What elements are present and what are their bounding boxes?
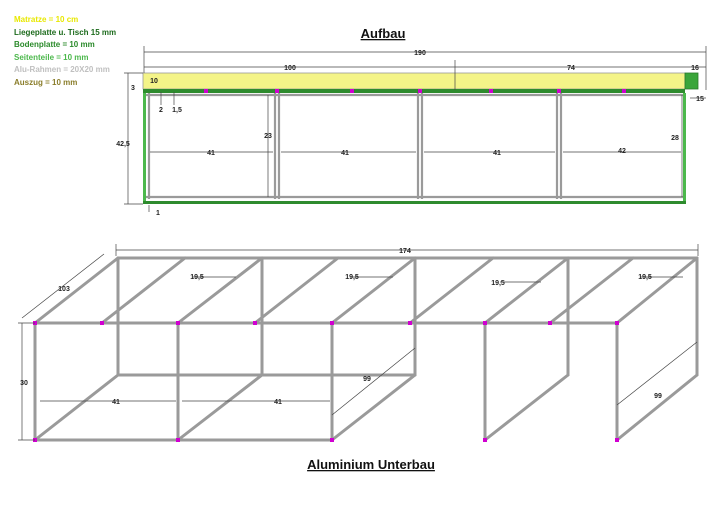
top-frame: [146, 93, 683, 199]
alu-joints: [33, 321, 619, 442]
dim-bay-2: 41: [341, 150, 349, 157]
legend: Matratze = 10 cm Liegeplatte u. Tisch 15…: [14, 14, 116, 89]
dim-depth-right: 99: [654, 393, 662, 400]
dim-bay-1: 41: [207, 150, 215, 157]
legend-mattress: Matratze = 10 cm: [14, 15, 79, 24]
bottom-dim-lines: [18, 244, 699, 441]
dim-length: 174: [399, 248, 411, 255]
dim-bay-4: 42: [618, 148, 626, 155]
dim-bottom-board: 1: [156, 210, 160, 217]
dim-bay-3: 41: [493, 150, 501, 157]
dim-bottom-2: 1,5: [172, 107, 182, 114]
dim-top-thickness: 3: [131, 85, 135, 92]
dim-spacing-2: 19,5: [345, 274, 359, 281]
bottom-section: 174 103 30 19,5 19,5 19,5 19,5 41 41 99 …: [18, 244, 699, 472]
dim-spacing-4: 19,5: [638, 274, 652, 281]
pullout-piece: [684, 72, 699, 90]
dim-mattress-thickness: 10: [150, 78, 158, 85]
legend-floor-board: Bodenplatte = 10 mm: [14, 40, 95, 49]
legend-alu-frame: Alu-Rahmen = 20X20 mm: [14, 65, 110, 74]
bottom-title: Aluminium Unterbau: [307, 457, 435, 472]
dim-bottom-1: 2: [159, 107, 163, 114]
top-dim-lines: [124, 46, 707, 212]
top-section: Aufbau: [116, 26, 707, 217]
dim-inner-height: 23: [264, 133, 272, 140]
dim-mattress-right: 16: [691, 65, 699, 72]
dim-height: 30: [20, 380, 28, 387]
legend-pullout: Auszug = 10 mm: [14, 77, 78, 87]
mattress-layer: [142, 72, 686, 90]
right-side-panel: [683, 93, 686, 203]
dim-mattress-left: 100: [284, 65, 296, 72]
top-title: Aufbau: [361, 26, 406, 41]
dim-mattress-mid: 74: [567, 65, 575, 72]
dim-spacing-3: 19,5: [491, 280, 505, 287]
dim-height-total: 42,5: [116, 141, 130, 148]
lying-board: [143, 89, 685, 93]
dim-inner-height-right: 28: [671, 135, 679, 142]
dim-depth: 103: [58, 286, 70, 293]
legend-side-panels: Seitenteile = 10 mm: [14, 52, 89, 62]
dim-bay-right: 41: [274, 399, 282, 406]
dim-depth-front: 99: [363, 376, 371, 383]
dim-total: 190: [414, 50, 426, 57]
dim-spacing-1: 19,5: [190, 274, 204, 281]
legend-lying-board: Liegeplatte u. Tisch 15 mm: [14, 27, 117, 37]
alu-frame: [33, 256, 699, 442]
top-joints: [204, 89, 626, 93]
left-side-panel: [143, 93, 146, 201]
dim-right-gap: 15: [696, 96, 704, 103]
floor-board: [143, 201, 686, 204]
dim-bay-left: 41: [112, 399, 120, 406]
